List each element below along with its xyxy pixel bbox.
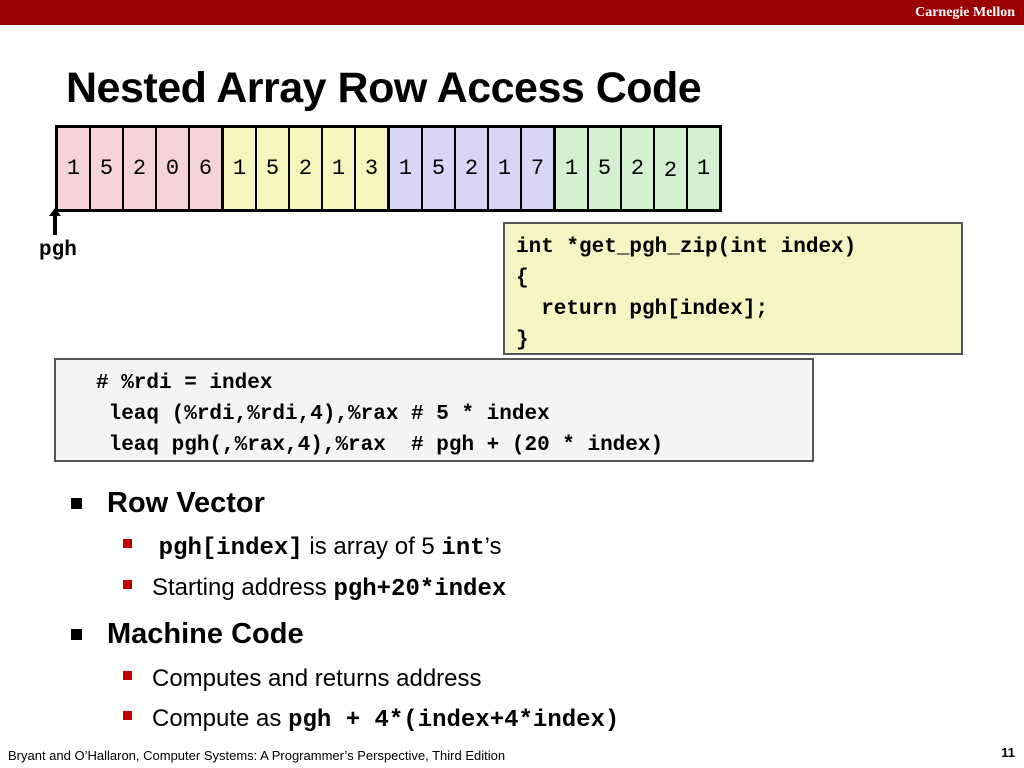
array-cell: 1 bbox=[58, 128, 89, 209]
array-cell: 2 bbox=[454, 128, 487, 209]
array-cell: 5 bbox=[587, 128, 620, 209]
c-code-box: int *get_pgh_zip(int index) { return pgh… bbox=[503, 222, 963, 355]
sub-bullet-text: Compute as pgh + 4*(index+4*index) bbox=[152, 705, 619, 734]
asm-code-box: # %rdi = index leaq (%rdi,%rdi,4),%rax #… bbox=[54, 358, 814, 462]
sub-bullet-text: Starting address pgh+20*index bbox=[152, 574, 506, 603]
sub-bullet-square-icon bbox=[123, 580, 132, 589]
bullet-heading: Machine Code bbox=[107, 618, 304, 650]
array-row-2: 1 5 2 1 7 bbox=[387, 128, 553, 209]
page-number: 11 bbox=[1001, 745, 1015, 760]
array-cell: 1 bbox=[556, 128, 587, 209]
bullet-machine-code: Machine Code bbox=[71, 618, 304, 651]
asm-code-line: # %rdi = index bbox=[96, 372, 273, 395]
sub-bullet-text: pgh[index] is array of 5 int’s bbox=[152, 533, 502, 562]
sub-bullet-square-icon bbox=[123, 670, 132, 680]
footer-citation: Bryant and O’Hallaron, Computer Systems:… bbox=[8, 748, 506, 763]
array-cell: 2 bbox=[122, 128, 155, 209]
array-cell: 0 bbox=[155, 128, 188, 209]
array-cell: 5 bbox=[421, 128, 454, 209]
array-cell: 7 bbox=[520, 128, 553, 209]
asm-code-line: leaq (%rdi,%rdi,4),%rax # 5 * index bbox=[96, 403, 550, 426]
brand-label: Carnegie Mellon bbox=[915, 5, 1015, 20]
inline-text: ’s bbox=[484, 533, 502, 560]
array-cell: 6 bbox=[188, 128, 221, 209]
sub-bullet: pgh[index] is array of 5 int’s bbox=[123, 533, 502, 562]
sub-bullet-square-icon bbox=[123, 711, 132, 720]
bullet-row-vector: Row Vector bbox=[71, 487, 265, 520]
array-cell: 5 bbox=[89, 128, 122, 209]
inline-text: is array of 5 bbox=[302, 533, 442, 560]
pgh-array: 1 5 2 0 6 1 5 2 1 3 1 5 2 1 7 1 5 2 2 1 bbox=[55, 125, 722, 212]
bullet-square-icon bbox=[71, 498, 82, 509]
sub-bullet: Compute as pgh + 4*(index+4*index) bbox=[123, 705, 619, 734]
array-row-3: 1 5 2 2 1 bbox=[553, 128, 719, 209]
array-cell: 1 bbox=[487, 128, 520, 209]
array-cell: 1 bbox=[224, 128, 255, 209]
array-row-0: 1 5 2 0 6 bbox=[58, 128, 221, 209]
inline-text: Starting address bbox=[152, 574, 334, 601]
array-cell: 1 bbox=[321, 128, 354, 209]
bullet-heading: Row Vector bbox=[107, 487, 265, 519]
array-cell: 1 bbox=[686, 128, 719, 209]
c-code-line: int *get_pgh_zip(int index) bbox=[516, 236, 857, 259]
inline-code: int bbox=[441, 535, 485, 562]
bullet-square-icon bbox=[71, 629, 82, 640]
sub-bullet: Starting address pgh+20*index bbox=[123, 574, 506, 603]
pointer-label: pgh bbox=[39, 239, 77, 262]
inline-code: pgh + 4*(index+4*index) bbox=[288, 707, 620, 734]
sub-bullet-text: Computes and returns address bbox=[152, 665, 482, 692]
array-cell: 1 bbox=[390, 128, 421, 209]
inline-code: pgh[index] bbox=[158, 535, 303, 562]
sub-bullet: Computes and returns address bbox=[123, 665, 482, 693]
array-cell: 2 bbox=[620, 128, 653, 209]
slide-title: Nested Array Row Access Code bbox=[66, 64, 702, 112]
array-cell: 2 bbox=[653, 128, 686, 209]
sub-bullet-square-icon bbox=[123, 539, 132, 548]
asm-code-line: leaq pgh(,%rax,4),%rax # pgh + (20 * ind… bbox=[96, 434, 664, 457]
c-code-line: } bbox=[516, 329, 529, 352]
array-row-1: 1 5 2 1 3 bbox=[221, 128, 387, 209]
pointer-arrow bbox=[53, 211, 57, 235]
inline-code: pgh+20*index bbox=[333, 576, 507, 603]
array-cell: 5 bbox=[255, 128, 288, 209]
array-cell: 2 bbox=[288, 128, 321, 209]
c-code-line: return pgh[index]; bbox=[516, 298, 769, 321]
array-cell: 3 bbox=[354, 128, 387, 209]
inline-text: Compute as bbox=[152, 705, 289, 732]
c-code-line: { bbox=[516, 267, 529, 290]
header-bar: Carnegie Mellon bbox=[0, 0, 1024, 25]
